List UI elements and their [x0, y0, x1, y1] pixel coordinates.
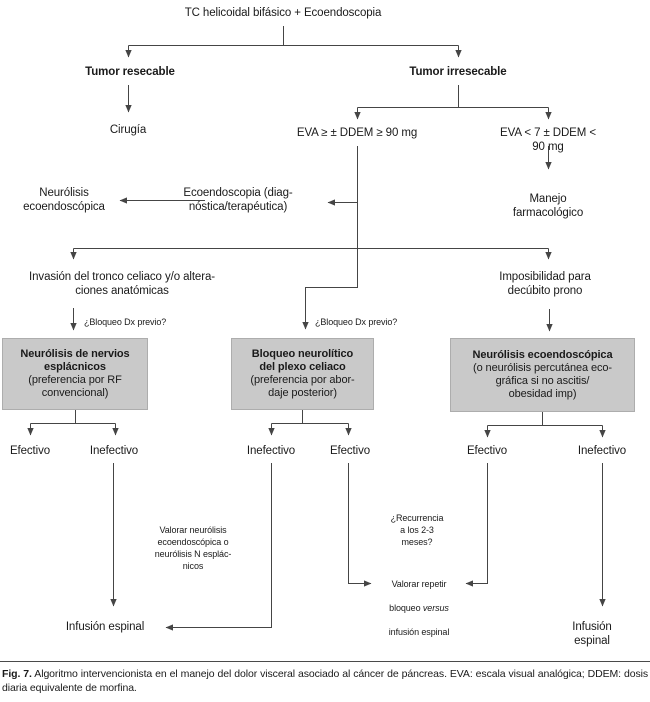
outcome-inefectivo-1: Inefectivo [89, 445, 139, 457]
figure-caption-label: Fig. 7. [2, 668, 32, 680]
eva-alta-node: EVA ≥ ± DDEM ≥ 90 mg [296, 127, 418, 139]
tumor-resecable-node: Tumor resecable [85, 66, 175, 78]
box-neurolisis-ecoendoscopica: Neurólisis ecoendoscópica (o neurólisis … [450, 338, 635, 412]
flow-connectors [27, 26, 606, 631]
box-neurolisis-esplacnicos-note: (preferencia por RF convencional) [28, 374, 122, 399]
outcome-inefectivo-3: Inefectivo [577, 445, 627, 457]
cirugia-node: Cirugía [109, 124, 147, 136]
valorar-repetir-line3: infusión espinal [388, 627, 450, 637]
caption-divider [0, 661, 650, 662]
box-neurolisis-esplacnicos: Neurólisis de nervios esplácnicos (prefe… [2, 338, 148, 410]
box-bloqueo-plexo-celiaco: Bloqueo neurolítico del plexo celiaco (p… [231, 338, 374, 410]
valorar-repetir-line2: bloqueo versus [389, 603, 449, 613]
outcome-inefectivo-2: Inefectivo [246, 445, 296, 457]
invasion-tronco-celiaco-node: Invasión del tronco celiaco y/o altera- … [29, 271, 215, 297]
box-neurolisis-esplacnicos-title: Neurólisis de nervios esplácnicos [20, 348, 130, 373]
valorar-repetir-note: Valorar repetir bloqueo versus infusión … [388, 566, 450, 650]
neurolisis-ecoendoscopica-node: Neurólisis ecoendoscópica [23, 187, 105, 213]
imposibilidad-decubito-node: Imposibilidad para decúbito prono [499, 271, 591, 297]
outcome-efectivo-3: Efectivo [466, 445, 508, 457]
ecoendoscopia-node: Ecoendoscopia (diag- nóstica/terapéutica… [183, 187, 293, 213]
valorar-neurolisis-note: Valorar neurólisis ecoendoscópica o neur… [154, 525, 232, 571]
bloqueo-dx-previo-label-middle: ¿Bloqueo Dx previo? [315, 317, 398, 327]
box-bloqueo-plexo-celiaco-title: Bloqueo neurolítico del plexo celiaco [251, 348, 354, 373]
valorar-repetir-line1: Valorar repetir [391, 579, 447, 589]
outcome-efectivo-1: Efectivo [9, 445, 51, 457]
box-neurolisis-ecoendoscopica-note: (o neurólisis percutánea eco- gráfica si… [473, 362, 612, 400]
box-neurolisis-ecoendoscopica-title: Neurólisis ecoendoscópica [472, 349, 613, 361]
figure-caption: Fig. 7. Algoritmo intervencionista en el… [2, 667, 648, 695]
infusion-espinal-right-node: Infusión espinal [572, 621, 612, 647]
manejo-farmacologico-node: Manejo farmacológico [512, 193, 584, 219]
box-bloqueo-plexo-celiaco-note: (preferencia por abor- daje posterior) [250, 374, 355, 399]
infusion-espinal-left-node: Infusión espinal [65, 621, 145, 633]
bloqueo-dx-previo-label-left: ¿Bloqueo Dx previo? [84, 317, 167, 327]
tumor-irresecable-node: Tumor irresecable [409, 66, 507, 78]
recurrencia-note: ¿Recurrencia a los 2-3 meses? [390, 513, 444, 547]
outcome-efectivo-2: Efectivo [329, 445, 371, 457]
figure-caption-text: Algoritmo intervencionista en el manejo … [2, 668, 649, 694]
eva-baja-node: EVA < 7 ± DDEM < 90 mg [500, 127, 596, 153]
root-node: TC helicoidal bifásico + Ecoendoscopia [184, 7, 382, 19]
